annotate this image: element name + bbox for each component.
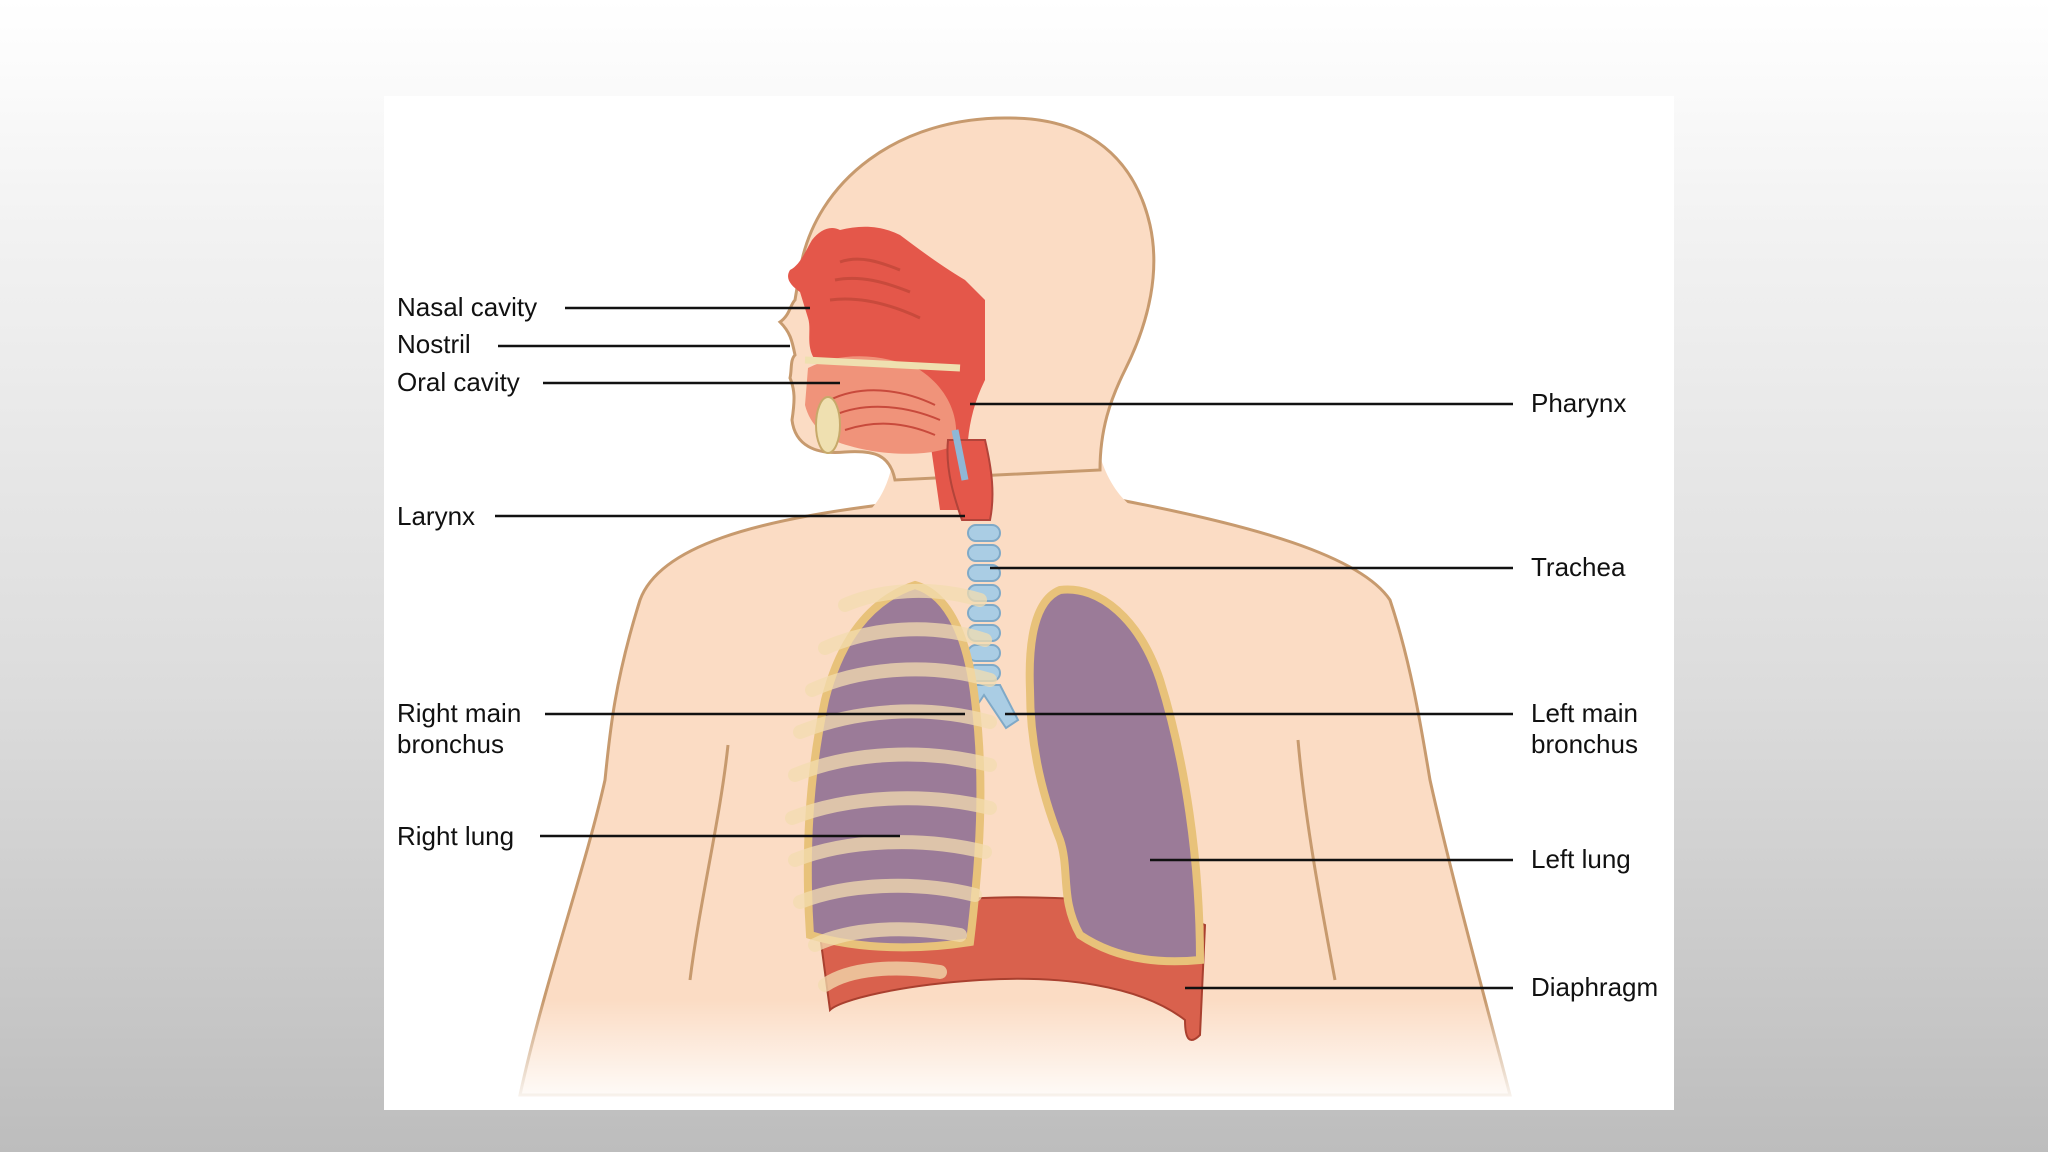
epiglottis xyxy=(951,429,969,481)
label-left-main-bronchus-line2: bronchus xyxy=(1531,729,1638,759)
label-right-main-bronchus-line2: bronchus xyxy=(397,729,504,759)
turbinates xyxy=(829,257,921,320)
label-left-main-bronchus-line1: Left main xyxy=(1531,698,1638,728)
upper-airway xyxy=(788,226,985,510)
label-left-lung: Left lung xyxy=(1531,844,1631,874)
label-pharynx: Pharynx xyxy=(1531,388,1626,418)
jaw-bone xyxy=(815,396,841,454)
label-nostril: Nostril xyxy=(397,329,471,359)
label-right-lung: Right lung xyxy=(397,821,514,851)
left-lung-shape xyxy=(1025,585,1205,966)
leader-lines xyxy=(495,306,1513,990)
body-silhouette xyxy=(384,116,1674,1110)
label-larynx: Larynx xyxy=(397,501,475,531)
label-oral-cavity: Oral cavity xyxy=(397,367,520,397)
labels: Nasal cavity Nostril Oral cavity Larynx … xyxy=(397,292,1658,1002)
palate xyxy=(804,356,961,372)
tongue-lines xyxy=(829,389,941,436)
ribcage xyxy=(785,583,997,992)
label-right-main-bronchus-line1: Right main xyxy=(397,698,521,728)
right-arm-line xyxy=(688,744,730,981)
label-trachea: Trachea xyxy=(1531,552,1626,582)
label-diaphragm: Diaphragm xyxy=(1531,972,1658,1002)
label-nasal-cavity: Nasal cavity xyxy=(397,292,537,322)
